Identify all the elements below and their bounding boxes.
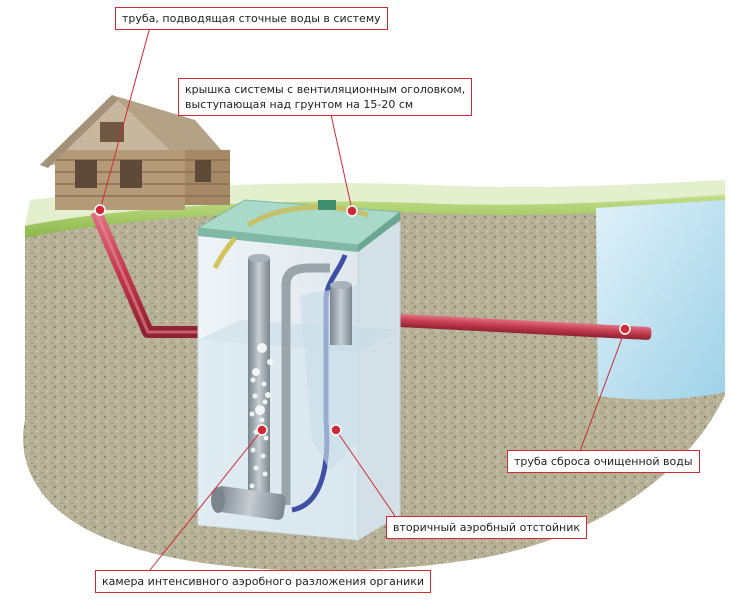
water-reservoir	[596, 200, 725, 400]
secondary-settler-label: вторичный аэробный отстойник	[386, 516, 588, 539]
lid-text-line2: выступающая над грунтом на 15-20 см	[185, 98, 414, 111]
inlet-marker	[94, 204, 106, 216]
lid-label: крышка системы с вентиляционным оголовко…	[178, 78, 473, 116]
secondary-settler	[300, 281, 360, 470]
lid-marker	[346, 205, 358, 217]
lid-text-line1: крышка системы с вентиляционным оголовко…	[185, 83, 466, 96]
aeration-column	[248, 254, 270, 508]
air-bubbles	[252, 343, 273, 415]
inlet-pipe-label: труба, подводящая сточные воды в систему	[115, 7, 388, 30]
house-illustration	[40, 95, 230, 210]
chamber-marker	[256, 424, 268, 436]
air-hose	[212, 236, 237, 270]
outlet-marker	[619, 323, 631, 335]
leader-lines	[99, 26, 626, 571]
grass-surface	[25, 194, 725, 238]
airlift-pipe	[281, 263, 330, 505]
aeration-chamber-text: камера интенсивного аэробного разложения…	[102, 575, 425, 588]
inlet-pipe-text: труба, подводящая сточные воды в систему	[122, 12, 381, 25]
secondary-settler-text: вторичный аэробный отстойник	[393, 521, 581, 534]
outlet-pipe	[381, 313, 652, 340]
bottom-diffuser	[211, 486, 286, 520]
aeration-chamber-label: камера интенсивного аэробного разложения…	[95, 570, 432, 593]
callout-dots	[94, 204, 631, 436]
settler-marker	[330, 424, 342, 436]
outlet-pipe-text: труба сброса очищенной воды	[514, 455, 693, 468]
outlet-pipe-label: труба сброса очищенной воды	[507, 450, 700, 473]
